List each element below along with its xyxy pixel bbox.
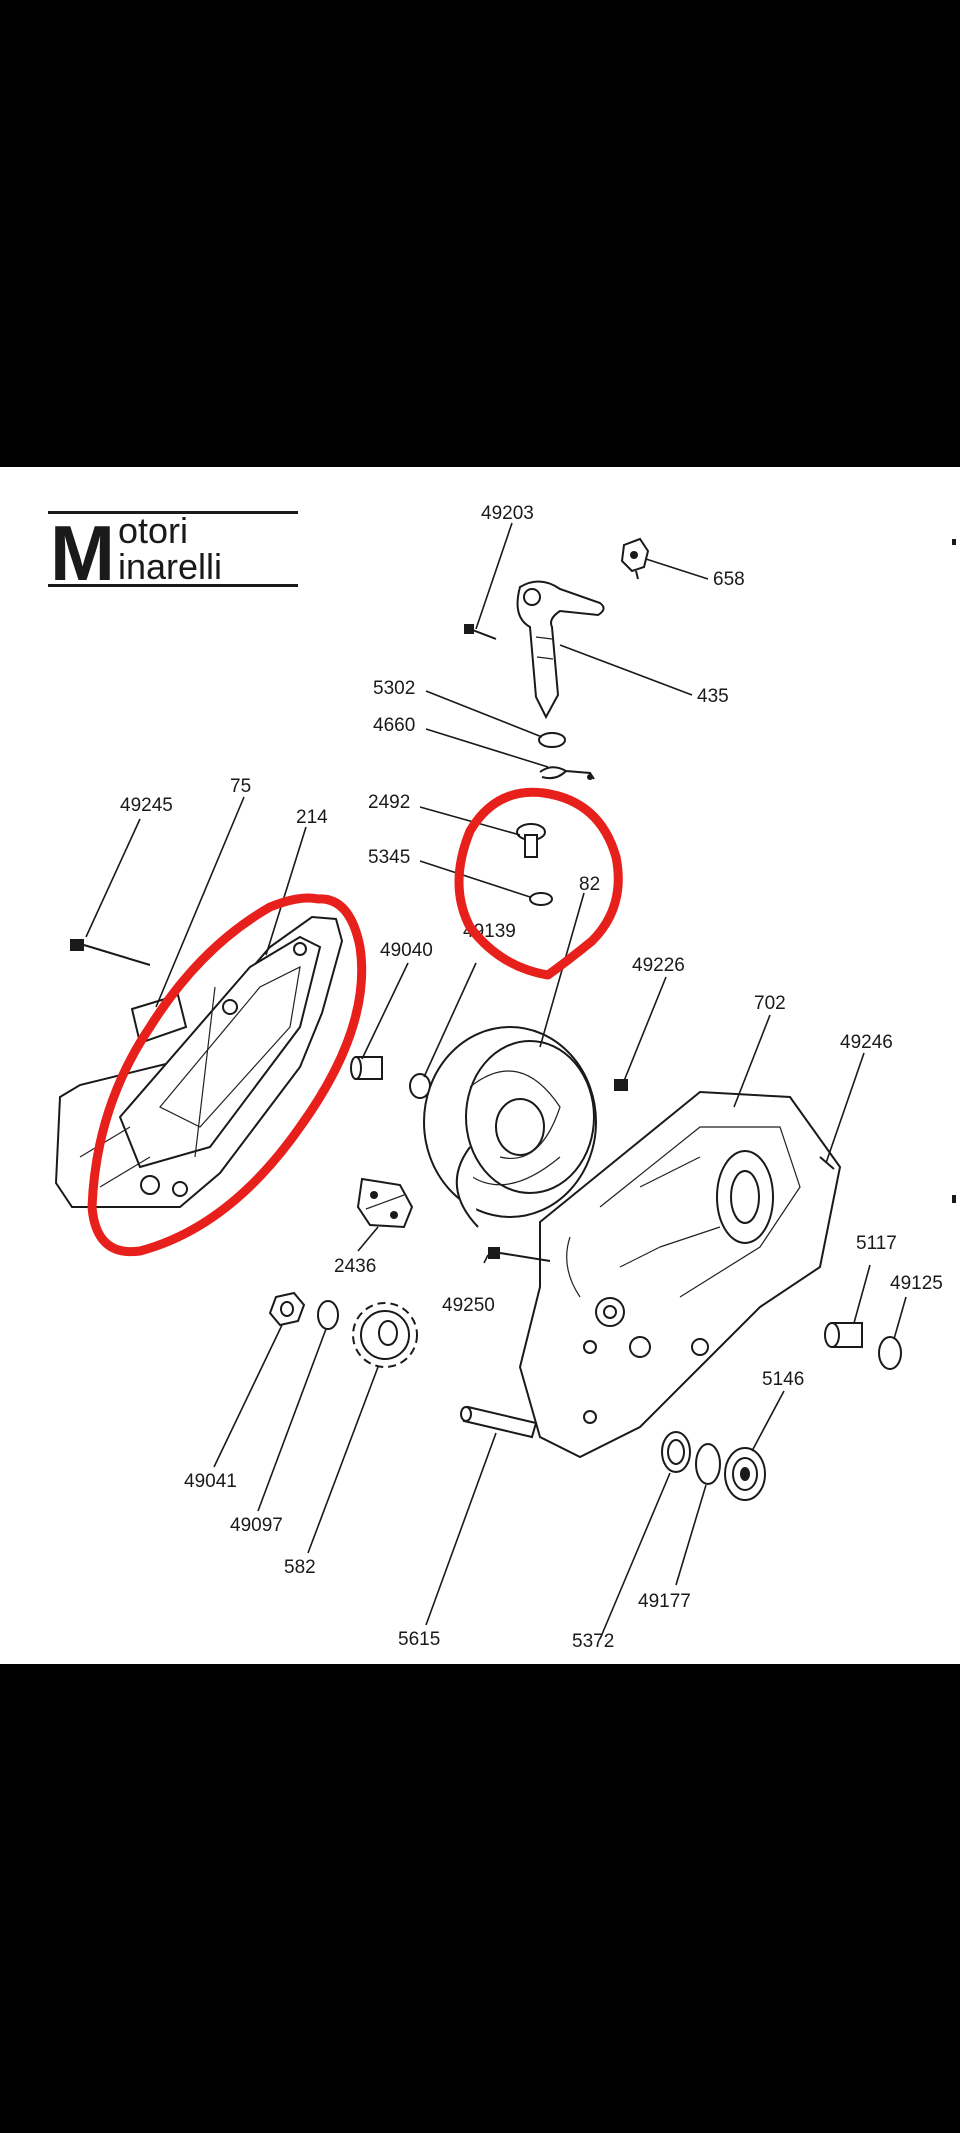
label-435: 435	[697, 686, 729, 707]
part-658	[620, 537, 650, 580]
edge-mark	[952, 539, 956, 545]
pin-5615	[460, 1405, 538, 1439]
logo-line1: otori	[118, 510, 188, 551]
label-49246: 49246	[840, 1032, 893, 1053]
red-circle-screw-2492	[454, 787, 623, 980]
label-5615: 5615	[398, 1629, 440, 1650]
logo-line2: inarelli	[118, 546, 222, 587]
red-highlight-annotations	[87, 787, 623, 1257]
screw-49203	[464, 624, 497, 640]
part-labels: 49203 658 435 5302 4660 2492 5345 82 492…	[120, 503, 943, 1652]
spring-4660	[539, 766, 595, 780]
logo-initial: M	[50, 509, 115, 597]
label-49203: 49203	[481, 503, 534, 524]
crankcase-702	[518, 1090, 842, 1459]
label-582: 582	[284, 1557, 316, 1578]
label-49041: 49041	[184, 1471, 237, 1492]
motori-minarelli-logo: M otori inarelli	[48, 509, 298, 597]
nut-49041	[268, 1291, 306, 1327]
leader-lines	[85, 522, 907, 1640]
bearing-5372	[661, 1431, 691, 1473]
label-49040: 49040	[380, 940, 433, 961]
label-49250: 49250	[442, 1295, 495, 1316]
oring-5345	[529, 892, 553, 906]
washer-49097	[317, 1300, 339, 1330]
stud-49246	[819, 1156, 835, 1170]
label-702: 702	[754, 993, 786, 1014]
label-5345: 5345	[368, 847, 410, 868]
label-214: 214	[296, 807, 328, 828]
bracket-2436	[356, 1177, 414, 1229]
bolt-49250	[488, 1247, 551, 1262]
lever-shaft-435	[516, 580, 605, 720]
scanned-parts-sheet: M otori inarelli	[0, 467, 960, 1664]
red-circle-cover-214	[87, 893, 367, 1257]
label-5372: 5372	[572, 1631, 614, 1652]
label-5117: 5117	[856, 1233, 897, 1254]
label-49245: 49245	[120, 795, 173, 816]
bearing-5146	[724, 1447, 766, 1501]
spacer-49040	[350, 1056, 383, 1080]
screw-2492	[516, 823, 546, 858]
washer-5302	[538, 732, 566, 748]
bushing-5117	[824, 1322, 863, 1348]
label-5146: 5146	[762, 1369, 804, 1390]
exploded-parts-diagram: M otori inarelli	[48, 503, 956, 1652]
label-82: 82	[579, 874, 600, 895]
label-2492: 2492	[368, 792, 410, 813]
screw-49226	[614, 1079, 628, 1091]
label-5302: 5302	[373, 678, 415, 699]
washer-49177	[695, 1443, 721, 1485]
label-49125: 49125	[890, 1273, 943, 1294]
flywheel-82	[423, 1026, 597, 1228]
label-49177: 49177	[638, 1591, 691, 1612]
edge-mark	[952, 1195, 956, 1203]
side-cover-214	[54, 915, 344, 1208]
label-4660: 4660	[373, 715, 415, 736]
bolt-49245	[70, 939, 151, 966]
sprocket-582	[352, 1302, 418, 1368]
label-49097: 49097	[230, 1515, 283, 1536]
label-2436: 2436	[334, 1256, 376, 1277]
label-658: 658	[713, 569, 745, 590]
washer-49125	[878, 1336, 902, 1370]
label-49226: 49226	[632, 955, 685, 976]
label-75: 75	[230, 776, 251, 797]
